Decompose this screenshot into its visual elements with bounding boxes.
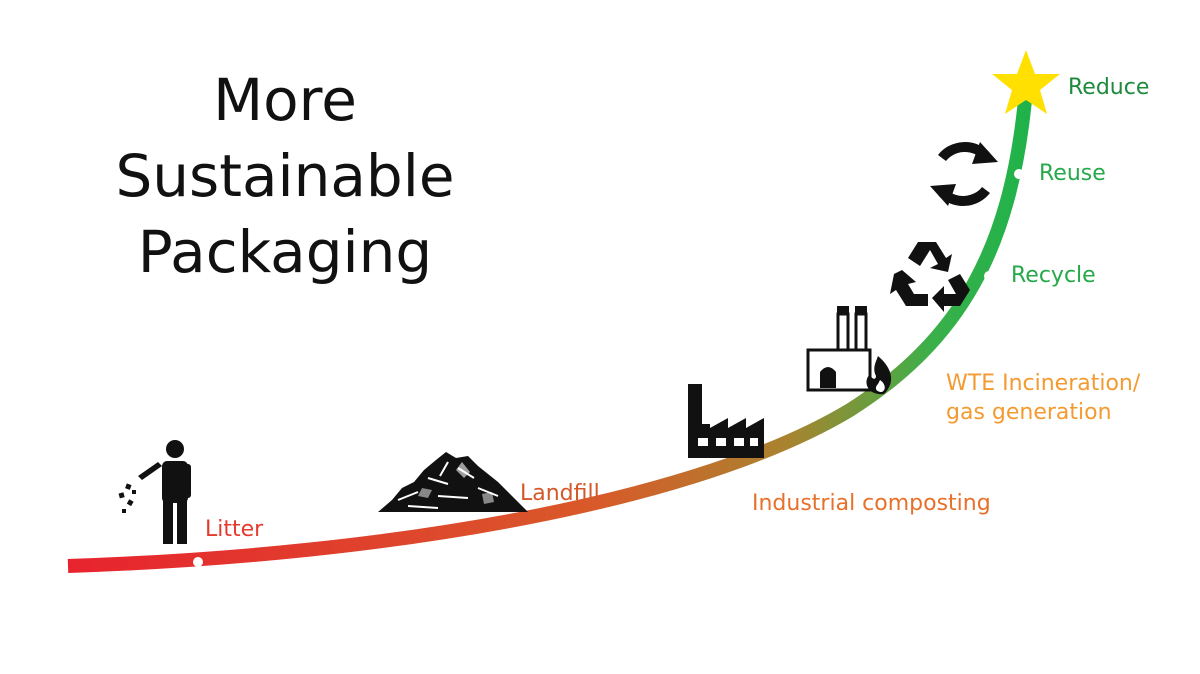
label-recycle: Recycle [1011, 263, 1096, 288]
label-reuse: Reuse [1039, 161, 1106, 186]
incinerator-flame-icon [806, 306, 892, 395]
stage-dot-litter [193, 557, 203, 567]
label-wte-line2: gas generation [946, 400, 1112, 425]
diagram-title: More Sustainable Packaging [40, 62, 530, 290]
title-line-1: More [213, 66, 357, 134]
label-litter: Litter [205, 517, 264, 542]
title-line-2: Sustainable [115, 142, 455, 210]
stage-dot-wte [918, 369, 928, 379]
stage-dot-recycle [984, 271, 994, 281]
factory-icon [688, 384, 764, 458]
reuse-arrows-icon [930, 142, 998, 206]
landfill-heap-icon [378, 452, 528, 512]
stage-dot-composting [747, 474, 757, 484]
star-icon [992, 50, 1060, 114]
label-wte-line1: WTE Incineration/ [946, 371, 1141, 396]
label-industrial-composting: Industrial composting [752, 491, 991, 516]
stage-dot-reuse [1014, 169, 1024, 179]
person-littering-icon [118, 440, 191, 544]
recycle-icon [890, 242, 970, 312]
label-reduce: Reduce [1068, 75, 1150, 100]
title-line-3: Packaging [137, 218, 433, 286]
curve-line [67, 99, 1032, 573]
stage-dot-landfill [581, 515, 591, 525]
label-landfill: Landfill [520, 481, 600, 506]
